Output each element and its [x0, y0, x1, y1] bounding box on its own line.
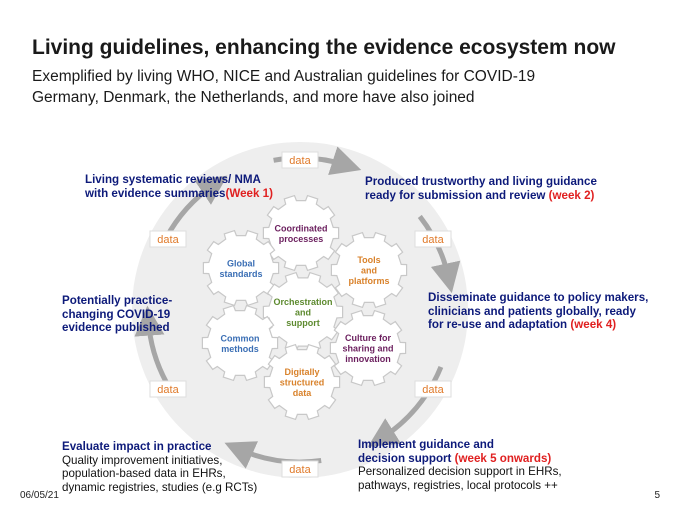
footer-date: 06/05/21	[20, 490, 59, 501]
page-number: 5	[654, 490, 660, 501]
step3-line3: for re-use and adaptation	[428, 318, 568, 331]
step-implement: Implement guidance and decision support …	[358, 438, 562, 492]
step-evidence-published: Potentially practice- changing COVID-19 …	[62, 294, 172, 335]
step5-line1: Evaluate impact in practice	[62, 440, 212, 453]
step5-detail1: Quality improvement initiatives,	[62, 453, 223, 467]
gear-tools-platforms-label: and	[361, 266, 377, 276]
page-title: Living guidelines, enhancing the evidenc…	[32, 36, 616, 59]
gear-coordinated-processes-icon	[262, 194, 340, 272]
step5-detail3: dynamic registries, studies (e.g RCTs)	[62, 480, 258, 494]
data-label-right-lower-box	[414, 380, 452, 398]
gear-culture-sharing-label: innovation	[345, 354, 391, 364]
gear-culture-sharing-label: sharing and	[342, 344, 393, 354]
step1-line1: Living systematic reviews/ NMA	[85, 173, 261, 186]
step3-line1: Disseminate guidance to policy makers,	[428, 291, 649, 304]
gear-digitally-structured-data-label: data	[293, 388, 313, 398]
gear-orchestration-support-label: Orchestration	[273, 297, 332, 307]
gear-tools-platforms-label: Tools	[357, 255, 380, 265]
step3-week: (week 4)	[570, 318, 617, 331]
data-label-top-box	[281, 151, 319, 169]
data-label-left-lower: data	[157, 384, 179, 396]
gear-orchestration-support-label: support	[286, 318, 320, 328]
gear-orchestration-support-label: and	[295, 308, 311, 318]
gear-coordinated-processes-label: Coordinated	[275, 223, 328, 233]
step4-detail1: Personalized decision support in EHRs,	[358, 465, 562, 478]
gear-common-methods-icon	[201, 304, 279, 382]
gear-digitally-structured-data-label: Digitally	[284, 367, 319, 377]
gear-culture-sharing-label: Culture for	[345, 333, 391, 343]
subtitle-line-2: Germany, Denmark, the Netherlands, and m…	[32, 89, 475, 106]
step4-line2: decision support	[358, 451, 452, 465]
step6-line2: changing COVID-19	[62, 307, 171, 321]
gear-digitally-structured-data-icon	[263, 343, 341, 421]
gear-common-methods-label: methods	[221, 344, 259, 354]
data-label-right-upper: data	[422, 234, 444, 246]
data-label-left-upper-box	[149, 230, 187, 248]
step2-line1: Produced trustworthy and living guidance	[365, 175, 597, 188]
gear-orchestration-support-icon	[262, 271, 344, 353]
step6-line3: evidence published	[62, 321, 170, 334]
step4-week: (week 5 onwards)	[454, 451, 552, 465]
step-evaluate: Evaluate impact in practice Quality impr…	[62, 440, 257, 494]
gear-global-standards-label: standards	[219, 269, 262, 279]
data-label-right-lower: data	[422, 384, 444, 396]
step-disseminate: Disseminate guidance to policy makers, c…	[428, 291, 648, 332]
step-living-reviews: Living systematic reviews/ NMA with evid…	[85, 173, 273, 200]
gear-coordinated-processes-label: processes	[279, 234, 324, 244]
arrow-right-lower	[367, 365, 444, 447]
gear-tools-platforms-icon	[330, 231, 408, 309]
gear-culture-sharing-icon	[329, 309, 407, 387]
data-label-top: data	[289, 155, 311, 167]
data-label-bottom: data	[289, 464, 311, 476]
step5-detail2: population-based data in EHRs,	[62, 467, 226, 480]
gear-digitally-structured-data-label: structured	[280, 378, 325, 388]
step1-line2: with evidence summaries	[85, 186, 226, 200]
data-label-bottom-box	[281, 460, 319, 478]
step6-line1: Potentially practice-	[62, 294, 173, 307]
gear-common-methods-label: Common	[221, 333, 260, 343]
step1-week: (Week 1)	[225, 186, 273, 200]
gear-global-standards-icon	[202, 229, 280, 307]
step2-line2: ready for submission and review	[365, 188, 546, 202]
gear-global-standards-label: Global	[227, 258, 255, 268]
data-label-left-lower-box	[149, 380, 187, 398]
step2-week: (week 2)	[548, 188, 595, 202]
data-label-right-upper-box	[414, 230, 452, 248]
step4-line1: Implement guidance and	[358, 438, 494, 451]
subtitle-line-1: Exemplified by living WHO, NICE and Aust…	[32, 68, 536, 85]
gear-tools-platforms-label: platforms	[348, 276, 389, 286]
step3-line2: clinicians and patients globally, ready	[428, 304, 636, 318]
step-produce-guidance: Produced trustworthy and living guidance…	[365, 175, 597, 202]
step4-detail2: pathways, registries, local protocols ++	[358, 478, 558, 492]
data-label-left-upper: data	[157, 234, 179, 246]
